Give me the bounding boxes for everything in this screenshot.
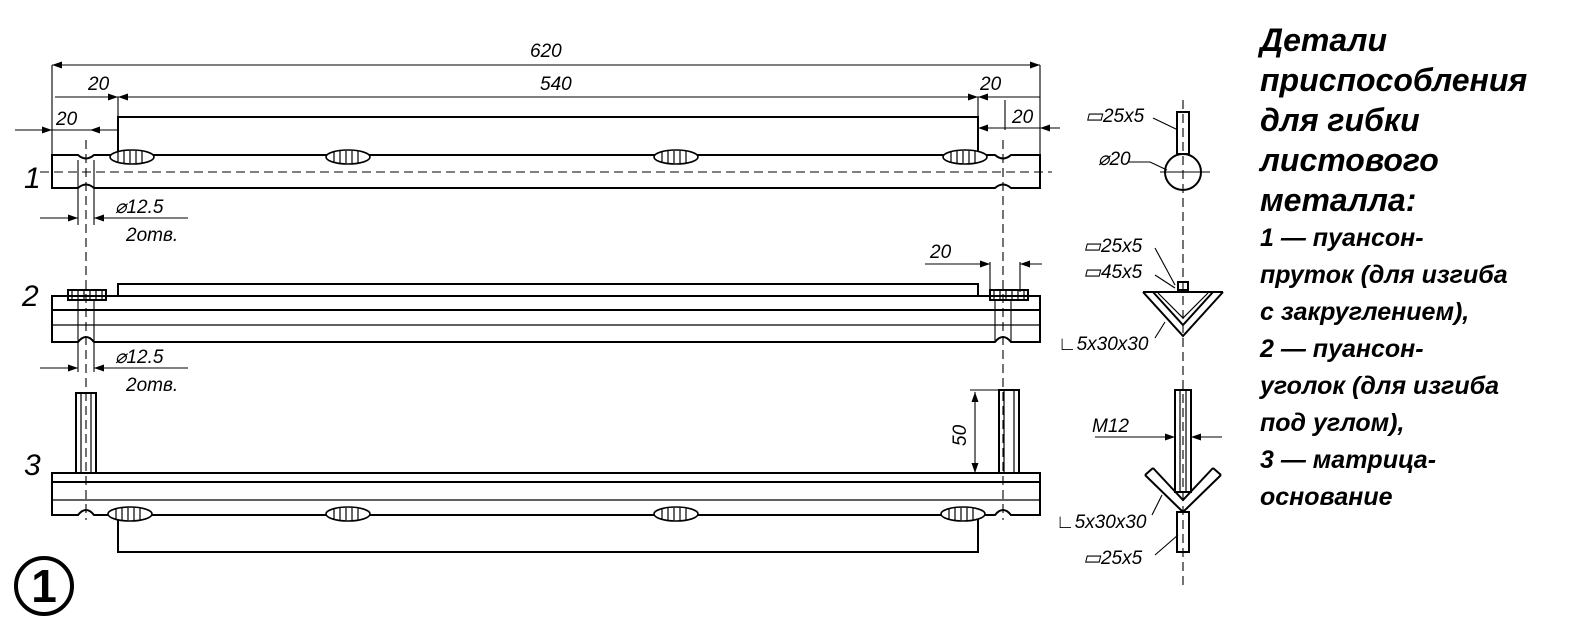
section-1-rod-label: ⌀20	[1098, 149, 1131, 170]
section-3-angle-label: ∟5x30x30	[1056, 512, 1147, 533]
part-1-label: 1	[24, 162, 41, 195]
hole-1-count: 2отв.	[125, 225, 178, 246]
dimension-end-right: 20	[978, 100, 1060, 132]
dim-540-label: 540	[540, 74, 572, 95]
dim-620-label: 620	[530, 41, 562, 62]
dim-left-end-label: 20	[55, 109, 78, 130]
section-3-strip-label: ▭25x5	[1083, 548, 1143, 569]
caption-title-line: для гибки	[1260, 102, 1420, 138]
section-2-strip-b-label: ▭45x5	[1083, 262, 1143, 283]
pin-height-label: 50	[950, 424, 971, 446]
dim-right-end-label: 20	[1011, 107, 1034, 128]
caption-title-line: Детали	[1260, 22, 1387, 58]
caption-item: пруток (для изгиба	[1260, 261, 1508, 289]
caption-title: Детали приспособления для гибки листовог…	[1260, 20, 1572, 220]
caption-item: уголок (для изгиба	[1260, 372, 1500, 400]
caption-title-line: листового	[1260, 142, 1439, 178]
caption-items: 1 — пуансон- пруток (для изгиба с закруг…	[1260, 220, 1572, 516]
hole-callout-2: ⌀12.5 2отв.	[40, 342, 188, 396]
section-2: ▭25x5 ▭45x5 ∟5x30x30	[1058, 236, 1224, 355]
section-1: ▭25x5 ⌀20	[1085, 106, 1210, 191]
part-1-rod-punch: 1	[24, 116, 1052, 195]
hole-2-diameter: ⌀12.5	[115, 347, 164, 368]
hole-1-diameter: ⌀12.5	[115, 197, 164, 218]
figure-number-badge: 1	[14, 556, 74, 616]
dimension-inner: 540 20 20	[55, 74, 1040, 118]
section-3: M12 ∟5x30x30 ▭25x5	[1056, 389, 1222, 569]
part-3-die-base: 3	[24, 389, 1041, 553]
hole-2-count: 2отв.	[125, 375, 178, 396]
part-2-label: 2	[21, 280, 39, 313]
part-2-dim-label: 20	[929, 242, 952, 263]
caption-item: основание	[1260, 483, 1393, 511]
section-1-strip-label: ▭25x5	[1085, 106, 1145, 127]
caption-item: с закруглением),	[1260, 298, 1470, 326]
dimension-overall: 620	[51, 41, 1041, 160]
section-2-angle-label: ∟5x30x30	[1058, 334, 1149, 355]
section-3-thread-label: M12	[1092, 416, 1129, 437]
part-2-dimension: 20	[925, 242, 1042, 292]
part-2-angle-punch: 2	[21, 280, 1041, 343]
caption-item: 3 — матрица-	[1260, 446, 1437, 474]
part-3-label: 3	[24, 449, 41, 482]
section-2-strip-a-label: ▭25x5	[1083, 236, 1143, 257]
caption-title-line: приспособления	[1260, 62, 1528, 98]
caption-item: 1 — пуансон-	[1260, 224, 1424, 252]
figure-caption: Детали приспособления для гибки листовог…	[1260, 20, 1572, 516]
caption-item: 2 — пуансон-	[1260, 335, 1424, 363]
dimension-end-left: 20	[15, 109, 118, 134]
caption-title-line: металла:	[1260, 182, 1417, 218]
pin-height-dimension: 50	[950, 389, 999, 473]
dim-right-offset-label: 20	[979, 74, 1002, 95]
hole-callout-1: ⌀12.5 2отв.	[40, 160, 188, 246]
caption-item: под углом),	[1260, 409, 1405, 437]
dim-left-offset-label: 20	[87, 74, 110, 95]
